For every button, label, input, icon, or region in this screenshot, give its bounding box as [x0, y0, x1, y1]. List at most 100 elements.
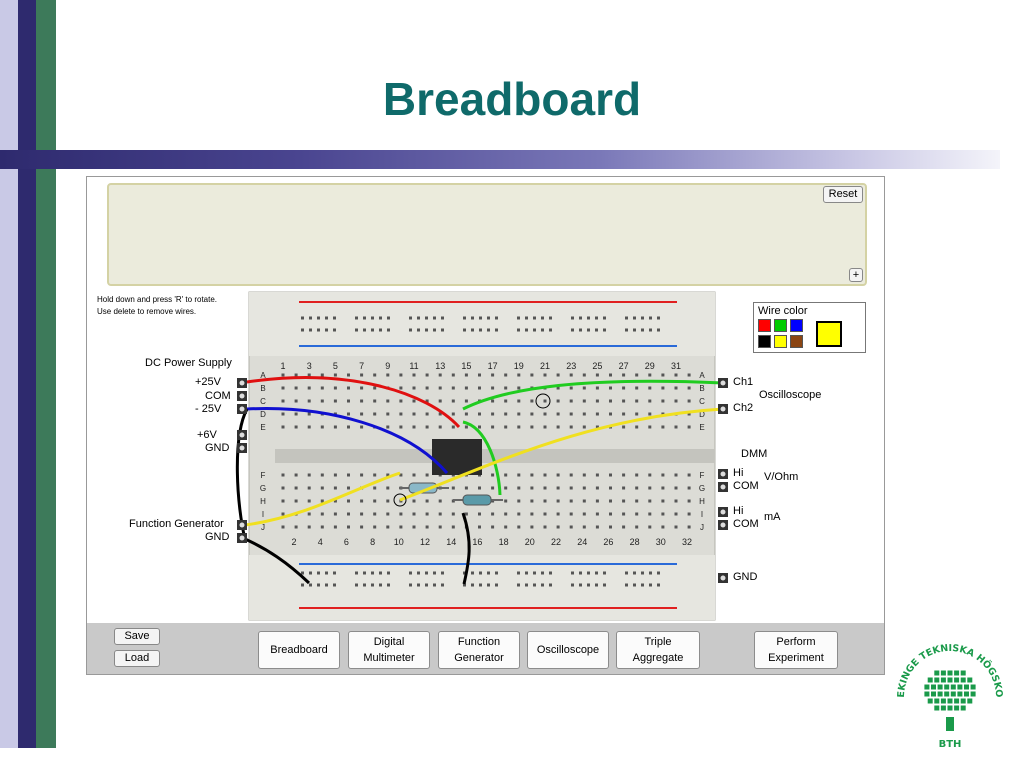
hole[interactable] [687, 512, 691, 516]
wire-yellow-ch2[interactable] [399, 407, 724, 502]
rail-hole[interactable] [325, 316, 328, 320]
hole[interactable] [333, 473, 337, 477]
rail-hole[interactable] [363, 328, 366, 332]
hole[interactable] [478, 386, 481, 390]
hole[interactable] [412, 425, 416, 429]
rail-hole[interactable] [625, 583, 628, 587]
rail-hole[interactable] [425, 583, 428, 587]
rail-hole[interactable] [363, 583, 366, 587]
rail-hole[interactable] [495, 571, 498, 575]
hole[interactable] [464, 399, 468, 403]
hole[interactable] [687, 525, 691, 529]
rail-hole[interactable] [379, 571, 382, 575]
hole[interactable] [425, 386, 429, 390]
rail-hole[interactable] [479, 316, 482, 320]
load-button[interactable]: Load [114, 650, 160, 667]
hole[interactable] [386, 373, 390, 377]
hole[interactable] [674, 499, 678, 503]
rail-hole[interactable] [587, 316, 590, 320]
rail-hole[interactable] [317, 316, 320, 320]
hole[interactable] [425, 499, 429, 503]
hole[interactable] [347, 386, 350, 390]
hole[interactable] [648, 525, 652, 529]
rail-hole[interactable] [487, 316, 490, 320]
hole[interactable] [281, 512, 285, 516]
hole[interactable] [569, 425, 573, 429]
hole[interactable] [294, 425, 298, 429]
hole[interactable] [294, 473, 298, 477]
rail-hole[interactable] [409, 316, 412, 320]
hole[interactable] [504, 499, 508, 503]
rail-hole[interactable] [471, 583, 474, 587]
hole[interactable] [491, 399, 495, 403]
rail-hole[interactable] [433, 328, 436, 332]
hole[interactable] [543, 499, 547, 503]
hole[interactable] [622, 386, 626, 390]
rail-hole[interactable] [549, 571, 552, 575]
hole[interactable] [622, 425, 626, 429]
hole[interactable] [307, 412, 311, 416]
hole[interactable] [648, 412, 652, 416]
hole[interactable] [464, 386, 468, 390]
rail-hole[interactable] [587, 571, 590, 575]
hole[interactable] [504, 399, 508, 403]
hole[interactable] [622, 399, 626, 403]
rail-hole[interactable] [641, 583, 644, 587]
hole[interactable] [582, 512, 586, 516]
hole[interactable] [687, 425, 691, 429]
hole[interactable] [478, 486, 481, 490]
hole[interactable] [582, 525, 586, 529]
rail-hole[interactable] [355, 316, 358, 320]
hole[interactable] [307, 399, 311, 403]
hole[interactable] [609, 412, 612, 416]
hole[interactable] [294, 399, 298, 403]
swatch-black[interactable] [758, 335, 771, 348]
hole[interactable] [530, 525, 534, 529]
hole[interactable] [622, 373, 626, 377]
hole[interactable] [320, 473, 324, 477]
hole[interactable] [491, 525, 495, 529]
hole[interactable] [569, 525, 573, 529]
hole[interactable] [609, 499, 612, 503]
hole[interactable] [412, 412, 416, 416]
hole[interactable] [386, 399, 390, 403]
hole[interactable] [347, 425, 350, 429]
rail-hole[interactable] [409, 583, 412, 587]
rail-hole[interactable] [479, 328, 482, 332]
rail-hole[interactable] [633, 583, 636, 587]
rail-hole[interactable] [417, 316, 420, 320]
hole[interactable] [438, 525, 442, 529]
hole[interactable] [360, 525, 364, 529]
rail-hole[interactable] [571, 316, 574, 320]
hole[interactable] [622, 486, 626, 490]
rail-hole[interactable] [625, 571, 628, 575]
hole[interactable] [491, 386, 495, 390]
hole[interactable] [281, 412, 285, 416]
hole[interactable] [635, 399, 639, 403]
hole[interactable] [674, 512, 678, 516]
rail-hole[interactable] [379, 316, 382, 320]
rail-hole[interactable] [355, 571, 358, 575]
hole[interactable] [687, 486, 691, 490]
rail-hole[interactable] [425, 571, 428, 575]
hole[interactable] [425, 399, 429, 403]
rail-hole[interactable] [657, 571, 660, 575]
rail-hole[interactable] [471, 571, 474, 575]
rail-hole[interactable] [355, 328, 358, 332]
hole[interactable] [648, 399, 652, 403]
rail-hole[interactable] [495, 316, 498, 320]
resistor-1[interactable] [399, 482, 449, 494]
hole[interactable] [687, 412, 691, 416]
hole[interactable] [320, 386, 324, 390]
rail-hole[interactable] [417, 328, 420, 332]
swatch-brown[interactable] [790, 335, 803, 348]
hole[interactable] [569, 399, 573, 403]
hole[interactable] [373, 499, 377, 503]
hole[interactable] [333, 373, 337, 377]
rail-hole[interactable] [579, 316, 582, 320]
hole[interactable] [399, 512, 403, 516]
hole[interactable] [543, 525, 547, 529]
hole[interactable] [569, 373, 573, 377]
hole[interactable] [582, 486, 586, 490]
rail-hole[interactable] [595, 328, 598, 332]
